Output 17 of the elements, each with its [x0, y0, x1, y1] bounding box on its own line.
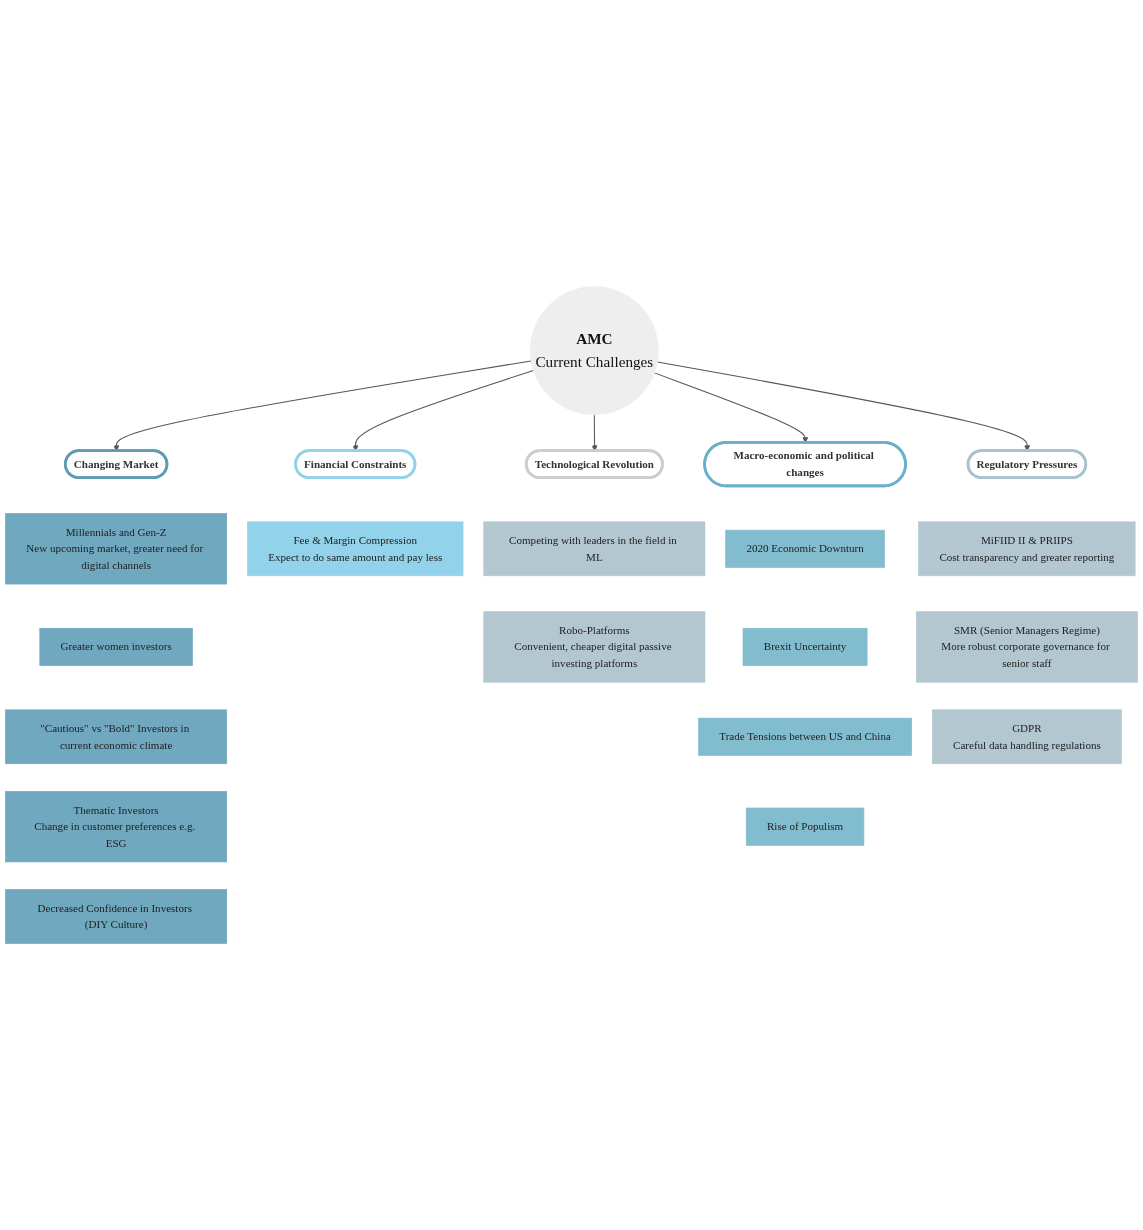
node-box: Competing with leaders in the field in ML	[483, 521, 706, 577]
node-box: SMR (Senior Managers Regime) More robust corporate governance for senior staff	[915, 611, 1138, 683]
node-box: Thematic Investors Change in customer preferences e.g. ESG	[5, 791, 228, 863]
node-box: Brexit Uncertainty	[742, 627, 868, 666]
node-box: MiFIID II & PRIIPS Cost transparency and greater reporting	[918, 521, 1136, 577]
node-box: "Cautious" vs "Bold" Investors in current economic climate	[5, 709, 228, 765]
node-box: 2020 Economic Downturn	[725, 529, 885, 568]
node-box: Millennials and Gen-Z New upcoming market, greater need for digital channels	[5, 513, 228, 585]
node-circle: AMC Current Challenges	[529, 286, 659, 416]
node-box: Trade Tensions between US and China	[698, 717, 912, 756]
node-box: Greater women investors	[39, 627, 193, 666]
node-box: Robo-Platforms Convenient, cheaper digital passive investing platforms	[483, 611, 706, 683]
arrow	[653, 372, 809, 443]
node-box: Decreased Confidence in Investors (DIY Culture)	[5, 889, 228, 944]
node-box: Fee & Margin Compression Expect to do same amount and pay less	[247, 521, 464, 577]
node-box: GDPR Careful data handling regulations	[931, 709, 1122, 765]
node-box: Rise of Populism	[745, 807, 865, 846]
